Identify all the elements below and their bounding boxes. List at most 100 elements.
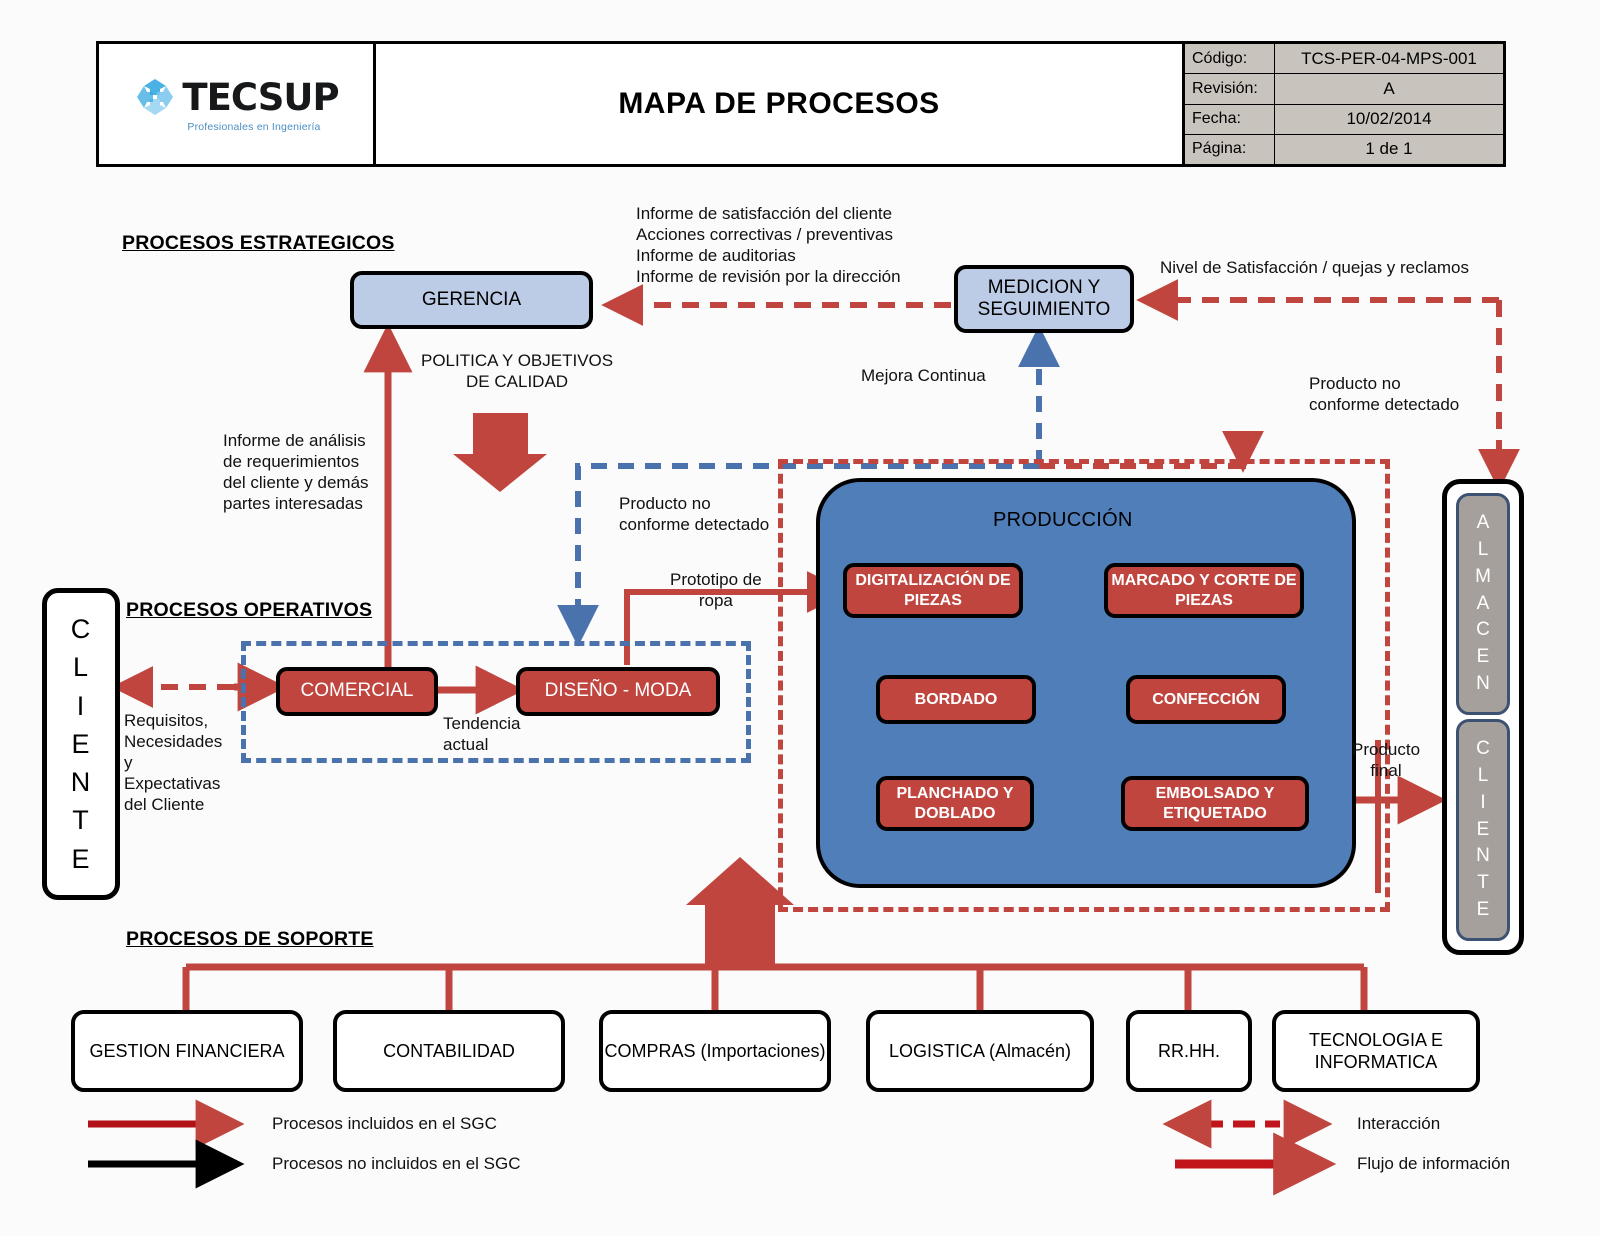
annotation-tendencia-actual: Tendencia actual xyxy=(443,714,521,754)
cliente-left-box: C L I E N T E xyxy=(42,588,120,900)
tecsup-logo: TECSUP Profesionales en Ingeniería xyxy=(133,75,340,134)
process-box-comercial[interactable]: COMERCIAL xyxy=(276,667,438,716)
produccion-title: PRODUCCIÓN xyxy=(993,509,1133,531)
support-box-gestion-financiera[interactable]: GESTION FINANCIERA xyxy=(71,1010,303,1092)
annotation-nivel-satisfaccion: Nivel de Satisfacción / quejas y reclamo… xyxy=(1160,258,1469,277)
letter: E xyxy=(71,843,91,874)
letter: C xyxy=(1476,737,1490,759)
cliente-right-box[interactable]: C L I E N T E xyxy=(1456,719,1510,941)
gerencia-label: GERENCIA xyxy=(421,288,522,310)
planchado-label: PLANCHADO Y DOBLADO xyxy=(896,785,1014,822)
letter: I xyxy=(1480,791,1486,813)
tecnologia-label: TECNOLOGIA E INFORMATICA xyxy=(1308,1029,1444,1073)
confeccion-label: CONFECCIÓN xyxy=(1152,690,1260,708)
section-title-estrategicos: PROCESOS ESTRATEGICOS xyxy=(122,232,395,254)
almacen-letters: A L M A C E N xyxy=(1475,510,1491,699)
block-arrow-politica-calidad xyxy=(453,413,547,492)
document-header: TECSUP Profesionales en Ingeniería MAPA … xyxy=(96,41,1506,167)
annotation-producto-no-conforme-left: Producto no conforme detectado xyxy=(619,494,770,534)
comercial-label: COMERCIAL xyxy=(300,680,414,702)
support-box-tecnologia-informatica[interactable]: TECNOLOGIA E INFORMATICA xyxy=(1272,1010,1480,1092)
table-row: Código: TCS-PER-04-MPS-001 xyxy=(1185,44,1503,75)
header-meta-table: Código: TCS-PER-04-MPS-001 Revisión: A F… xyxy=(1185,44,1503,164)
gestion-financiera-label: GESTION FINANCIERA xyxy=(89,1040,285,1061)
legend-label-interaccion: Interacción xyxy=(1357,1114,1441,1133)
section-title-operativos: PROCESOS OPERATIVOS xyxy=(126,599,373,621)
letter: N xyxy=(1476,673,1490,695)
annotation-mejora-continua: Mejora Continua xyxy=(861,366,986,385)
letter: L xyxy=(1477,764,1489,786)
letter: T xyxy=(1477,872,1489,894)
meta-value-codigo: TCS-PER-04-MPS-001 xyxy=(1275,44,1503,74)
annotation-informe-analisis: Informe de análisis de requerimientos de… xyxy=(223,431,369,513)
support-box-compras[interactable]: COMPRAS (Importaciones) xyxy=(599,1010,831,1092)
process-box-embolsado-etiquetado[interactable]: EMBOLSADO Y ETIQUETADO xyxy=(1121,776,1309,831)
legend-label-no-incluidos: Procesos no incluidos en el SGC xyxy=(272,1154,521,1173)
support-box-rrhh[interactable]: RR.HH. xyxy=(1126,1010,1252,1092)
annotation-producto-no-conforme-right: Producto no conforme detectado xyxy=(1309,374,1460,414)
process-box-medicion-seguimiento[interactable]: MEDICION Y SEGUIMIENTO xyxy=(954,265,1134,333)
letter: E xyxy=(71,728,91,759)
meta-value-pagina: 1 de 1 xyxy=(1275,134,1503,164)
letter: C xyxy=(70,613,92,644)
legend-label-flujo: Flujo de información xyxy=(1357,1154,1511,1173)
table-row: Fecha: 10/02/2014 xyxy=(1185,104,1503,135)
logo-wordmark: TECSUP xyxy=(182,75,339,119)
almacen-box[interactable]: A L M A C E N xyxy=(1456,493,1510,715)
almacen-cliente-container: A L M A C E N C L I E N T E xyxy=(1442,479,1524,955)
meta-value-fecha: 10/02/2014 xyxy=(1275,104,1503,134)
operativos-dashed-container xyxy=(241,641,751,763)
letter: I xyxy=(76,690,86,721)
recycle-arrows-icon xyxy=(137,79,174,116)
letter: T xyxy=(72,805,90,836)
rrhh-label: RR.HH. xyxy=(1158,1040,1220,1061)
cliente-right-letters: C L I E N T E xyxy=(1476,736,1490,925)
page-title: MAPA DE PROCESOS xyxy=(618,87,940,120)
annotation-producto-final: Producto final xyxy=(1352,740,1421,780)
annotation-politica-calidad: POLITICA Y OBJETIVOS DE CALIDAD xyxy=(421,351,614,391)
marcado-label: MARCADO Y CORTE DE PIEZAS xyxy=(1111,572,1297,609)
letter: N xyxy=(1476,845,1490,867)
logo-cell: TECSUP Profesionales en Ingeniería xyxy=(99,44,376,164)
meta-key-fecha: Fecha: xyxy=(1185,104,1275,134)
process-box-confeccion[interactable]: CONFECCIÓN xyxy=(1126,675,1286,724)
meta-key-pagina: Página: xyxy=(1185,134,1275,164)
support-box-logistica[interactable]: LOGISTICA (Almacén) xyxy=(866,1010,1094,1092)
process-box-planchado-doblado[interactable]: PLANCHADO Y DOBLADO xyxy=(876,776,1034,831)
letter: A xyxy=(1476,511,1490,533)
meta-key-revision: Revisión: xyxy=(1185,74,1275,104)
process-box-marcado-corte[interactable]: MARCADO Y CORTE DE PIEZAS xyxy=(1104,563,1304,618)
annotation-prototipo-ropa: Prototipo de ropa xyxy=(670,570,762,610)
logistica-label: LOGISTICA (Almacén) xyxy=(888,1040,1072,1061)
medicion-label: MEDICION Y SEGUIMIENTO xyxy=(977,276,1111,320)
letter: C xyxy=(1476,619,1490,641)
process-box-diseno-moda[interactable]: DISEÑO - MODA xyxy=(516,667,720,716)
letter: L xyxy=(1477,538,1489,560)
annotation-requisitos-cliente: Requisitos, Necesidades y Expectativas d… xyxy=(124,711,223,814)
compras-label: COMPRAS (Importaciones) xyxy=(604,1040,826,1061)
diseno-label: DISEÑO - MODA xyxy=(544,680,692,702)
embolsado-label: EMBOLSADO Y ETIQUETADO xyxy=(1155,785,1275,822)
letter: M xyxy=(1475,565,1491,587)
letter: E xyxy=(1476,646,1490,668)
logo-tagline: Profesionales en Ingeniería xyxy=(187,121,321,134)
process-box-bordado[interactable]: BORDADO xyxy=(876,675,1036,724)
bordado-label: BORDADO xyxy=(914,690,998,708)
support-box-contabilidad[interactable]: CONTABILIDAD xyxy=(333,1010,565,1092)
annotation-feedback-list: Informe de satisfacción del cliente Acci… xyxy=(636,204,901,286)
process-box-gerencia[interactable]: GERENCIA xyxy=(350,271,593,329)
contabilidad-label: CONTABILIDAD xyxy=(383,1040,515,1061)
produccion-dashed-frame xyxy=(778,459,1390,912)
meta-key-codigo: Código: xyxy=(1185,44,1275,74)
title-cell: MAPA DE PROCESOS xyxy=(376,44,1185,164)
meta-value-revision: A xyxy=(1275,74,1503,104)
process-box-digitalizacion[interactable]: DIGITALIZACIÓN DE PIEZAS xyxy=(843,563,1023,618)
section-title-soporte: PROCESOS DE SOPORTE xyxy=(126,928,374,950)
letter: E xyxy=(1476,899,1490,921)
letter: L xyxy=(72,652,90,683)
letter: N xyxy=(70,767,92,798)
letter: E xyxy=(1476,818,1490,840)
cliente-left-letters: C L I E N T E xyxy=(71,610,92,878)
table-row: Página: 1 de 1 xyxy=(1185,134,1503,164)
